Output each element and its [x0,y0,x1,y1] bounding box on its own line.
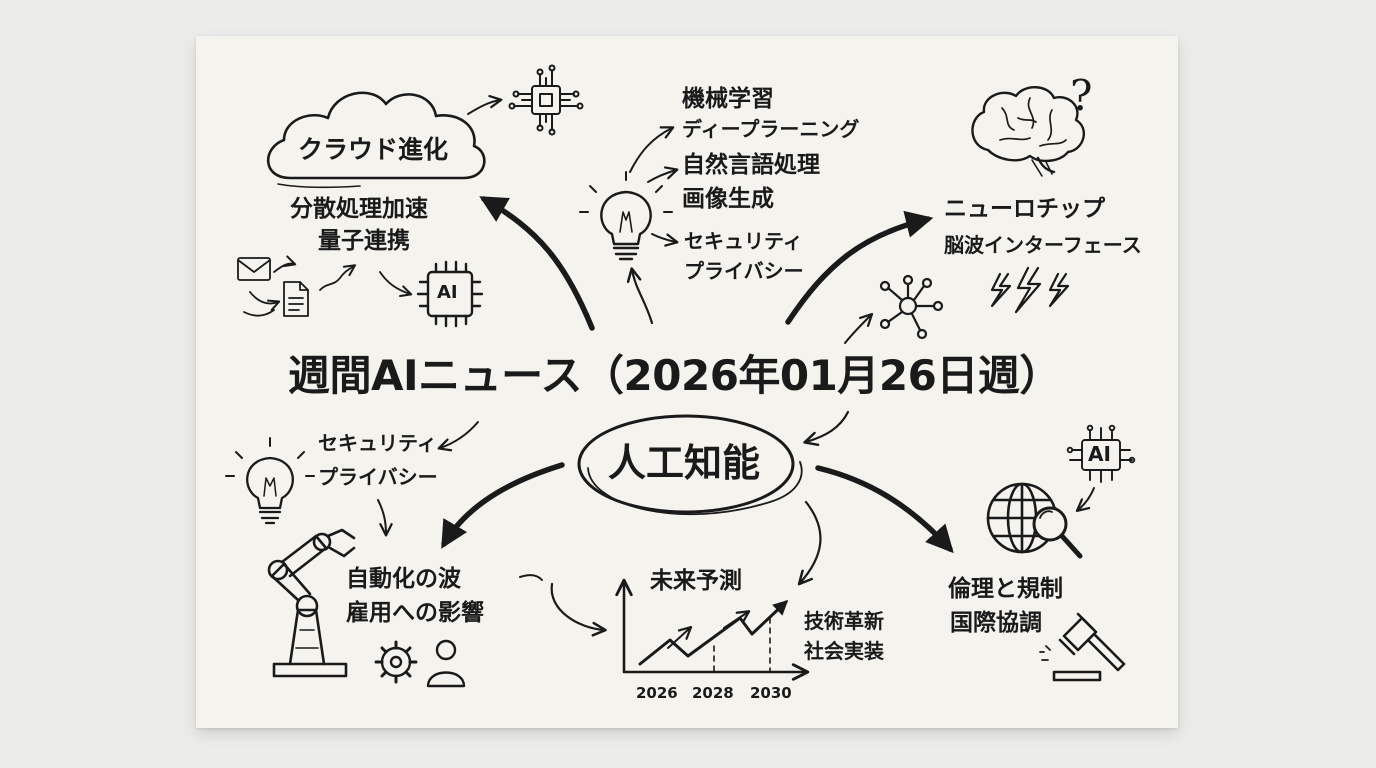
network-icon [879,274,944,340]
cloud-icon [266,91,486,189]
chart-trend-line [638,599,789,666]
ml-item-nlp: 自然言語処理 [682,152,820,178]
robot-arm-icon [267,528,356,678]
arrow-to-network [844,312,874,344]
forecast-side-implementation: 社会実装 [804,639,884,663]
neuro-item-bci: 脳波インターフェース [944,233,1142,257]
magnifier-icon [1032,506,1083,559]
lightbulb-icon [225,437,315,525]
lightbulb-icon [579,171,673,261]
arrow-env-1 [273,255,297,273]
arrow-chart-from-left [550,582,607,637]
chart-tick-2030: 2030 [750,684,792,702]
person-icon [426,639,466,688]
arrow-small-env [243,309,275,317]
arrow-to-ethics [815,465,954,554]
chart-tick-2028: 2028 [692,684,734,702]
cloud-item-quantum: 量子連携 [318,228,410,254]
neuro-item-chip: ニューロチップ [944,196,1105,222]
ml-item-image-generation: 画像生成 [682,186,774,212]
ai-badge-label: AI [1088,442,1111,466]
arrow-cloud-to-chip [467,94,503,115]
security-top-item-privacy: プライバシー [684,259,804,283]
circuit-chip-icon [508,64,584,136]
gavel-icon [1039,612,1126,682]
document-icon [283,281,309,317]
automation-item-wave: 自動化の波 [346,566,461,592]
arrow-to-bulb [626,267,654,325]
arrow-to-neuro [785,210,934,325]
ml-item-machine-learning: 機械学習 [682,86,774,112]
automation-item-employment: 雇用への影響 [346,600,484,626]
forecast-side-innovation: 技術革新 [804,609,884,633]
arrow-ml-2 [647,166,679,183]
question-mark: ? [1070,71,1093,120]
forecast-title: 未来予測 [650,568,742,594]
gear-icon [374,640,418,684]
ethics-item-cooperation: 国際協調 [950,610,1042,636]
chart-y-axis [615,578,810,681]
security-left-item-privacy: プライバシー [318,465,438,489]
chart-tick-2026: 2026 [636,684,678,702]
arrow-ai-badge [1075,487,1095,513]
arrow-to-forecast [797,500,822,586]
arrow-to-security-left [437,421,479,452]
brain-icon [971,86,1086,177]
ai-badge-icon [1066,424,1136,483]
arrow-security-top [651,233,679,247]
ai-chip-label: AI [437,282,458,303]
lightning-icon [990,266,1070,314]
arrow-bulb-left [377,499,393,537]
ai-chip-icon [416,260,484,328]
arrow-wiggle [319,264,357,291]
envelope-icon [237,257,271,281]
squiggle-left [519,574,543,581]
security-top-item-security: セキュリティ [684,229,803,253]
hub-label: 人工知能 [608,441,761,485]
cloud-item-distributed: 分散処理加速 [290,196,428,222]
ml-item-deep-learning: ディープラーニング [682,117,860,141]
arrow-to-ai-chip [379,271,413,297]
arrow-to-automation [441,462,565,549]
arrow-ml-1 [629,126,675,173]
page-title: 週間AIニュース（2026年01月26日週） [288,351,1061,400]
hub-ellipse [577,414,803,516]
cloud-label: クラウド進化 [298,135,449,164]
arrow-to-cloud [479,196,595,331]
ethics-item-regulation: 倫理と規制 [948,576,1063,602]
forecast-chart [615,578,810,681]
arrow-to-hub [803,410,850,447]
security-left-item-security: セキュリティ [318,431,437,455]
arrow-env-2 [249,291,281,311]
